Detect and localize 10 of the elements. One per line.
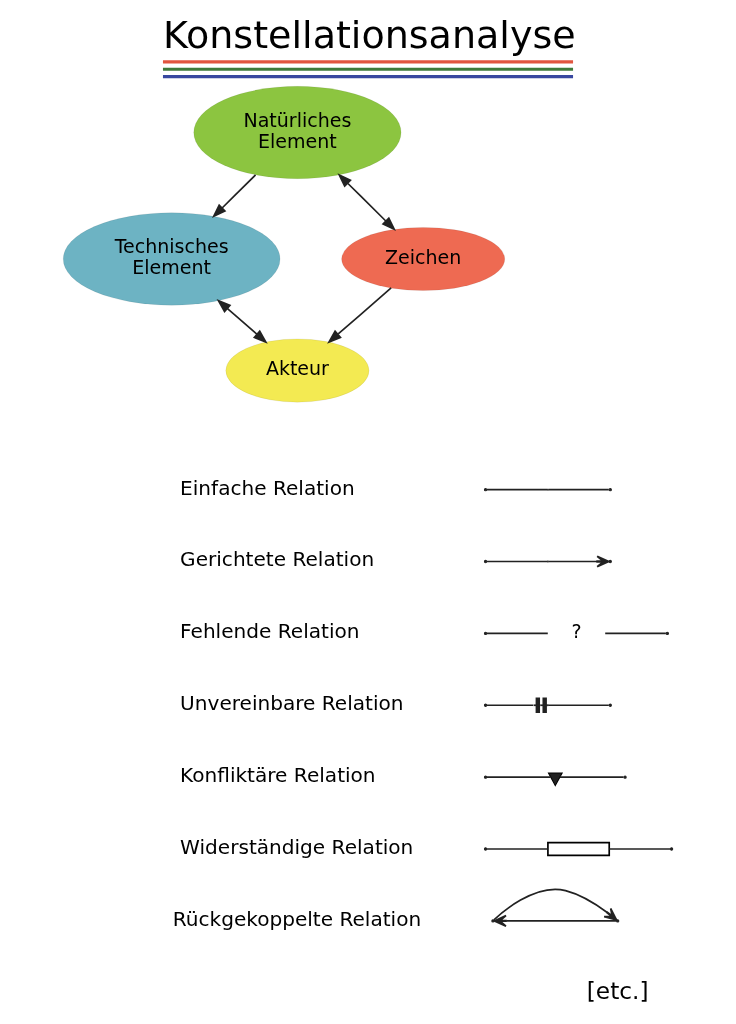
legend-label: Rückgekoppelte Relation (172, 906, 422, 931)
legend-label: Konfliktäre Relation (180, 762, 376, 787)
legend-label: Unvereinbare Relation (180, 690, 404, 715)
legend-label: Widerständige Relation (180, 834, 414, 859)
diagram-title: Konstellationsanalyse (162, 12, 576, 57)
legend-label: Gerichtete Relation (180, 546, 375, 571)
legend-label: Fehlende Relation (180, 618, 360, 643)
label: ? (571, 619, 582, 642)
legend-label: Einfache Relation (180, 475, 355, 500)
label: [etc.] (586, 976, 649, 1004)
